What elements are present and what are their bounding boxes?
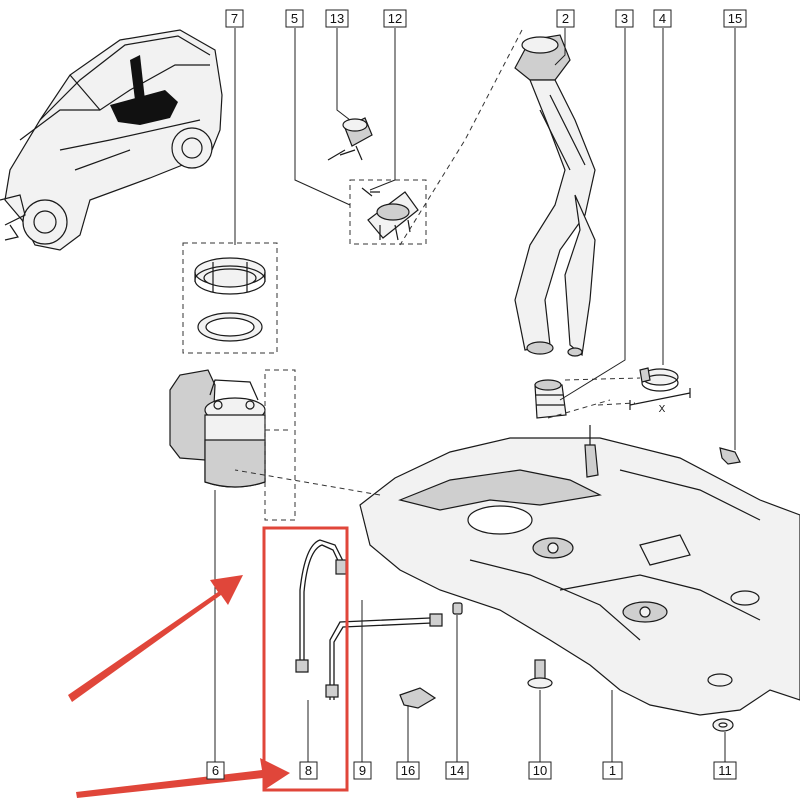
svg-text:7: 7 bbox=[231, 11, 238, 26]
explode-lines bbox=[234, 29, 641, 496]
highlight-box bbox=[262, 526, 349, 792]
svg-text:11: 11 bbox=[718, 763, 732, 778]
callout-2: 2 bbox=[556, 9, 575, 28]
svg-text:6: 6 bbox=[212, 763, 219, 778]
svg-text:1: 1 bbox=[609, 763, 616, 778]
callout-8: 8 bbox=[299, 761, 318, 780]
svg-text:9: 9 bbox=[359, 763, 366, 778]
filler-hose-and-clamp: X bbox=[534, 367, 691, 419]
dimension-label: X bbox=[659, 404, 666, 415]
highlight-annotation bbox=[68, 526, 349, 798]
callout-7: 7 bbox=[225, 9, 244, 28]
callout-16: 16 bbox=[396, 761, 420, 780]
fuel-pipes bbox=[295, 539, 443, 700]
highlight-arrow-upper bbox=[68, 575, 243, 702]
fuel-pump-module bbox=[169, 369, 266, 488]
svg-text:2: 2 bbox=[562, 11, 569, 26]
callout-15: 15 bbox=[723, 9, 747, 28]
svg-text:16: 16 bbox=[401, 763, 415, 778]
callout-14: 14 bbox=[445, 761, 469, 780]
fuel-gauge-sender bbox=[327, 117, 427, 245]
svg-text:10: 10 bbox=[533, 763, 547, 778]
callout-12: 12 bbox=[383, 9, 407, 28]
highlight-arrow-lower bbox=[76, 758, 290, 798]
filler-neck-pipe bbox=[514, 34, 596, 357]
callout-10: 10 bbox=[528, 761, 552, 780]
callout-1: 1 bbox=[602, 761, 623, 780]
fasteners bbox=[399, 447, 741, 732]
callout-4: 4 bbox=[653, 9, 672, 28]
pump-lock-ring-group bbox=[182, 242, 278, 354]
svg-text:12: 12 bbox=[388, 11, 402, 26]
callout-13: 13 bbox=[325, 9, 349, 28]
callout-6: 6 bbox=[206, 761, 225, 780]
leader-lines bbox=[214, 28, 736, 762]
svg-text:15: 15 bbox=[728, 11, 742, 26]
callout-9: 9 bbox=[353, 761, 372, 780]
svg-text:4: 4 bbox=[659, 11, 666, 26]
svg-text:5: 5 bbox=[291, 11, 298, 26]
callout-5: 5 bbox=[285, 9, 304, 28]
callout-3: 3 bbox=[615, 9, 634, 28]
svg-text:3: 3 bbox=[621, 11, 628, 26]
svg-text:13: 13 bbox=[330, 11, 344, 26]
callout-11: 11 bbox=[713, 761, 737, 780]
vehicle-illustration bbox=[0, 29, 223, 251]
fuel-tank bbox=[359, 425, 800, 716]
svg-text:8: 8 bbox=[305, 763, 312, 778]
svg-text:14: 14 bbox=[450, 763, 464, 778]
